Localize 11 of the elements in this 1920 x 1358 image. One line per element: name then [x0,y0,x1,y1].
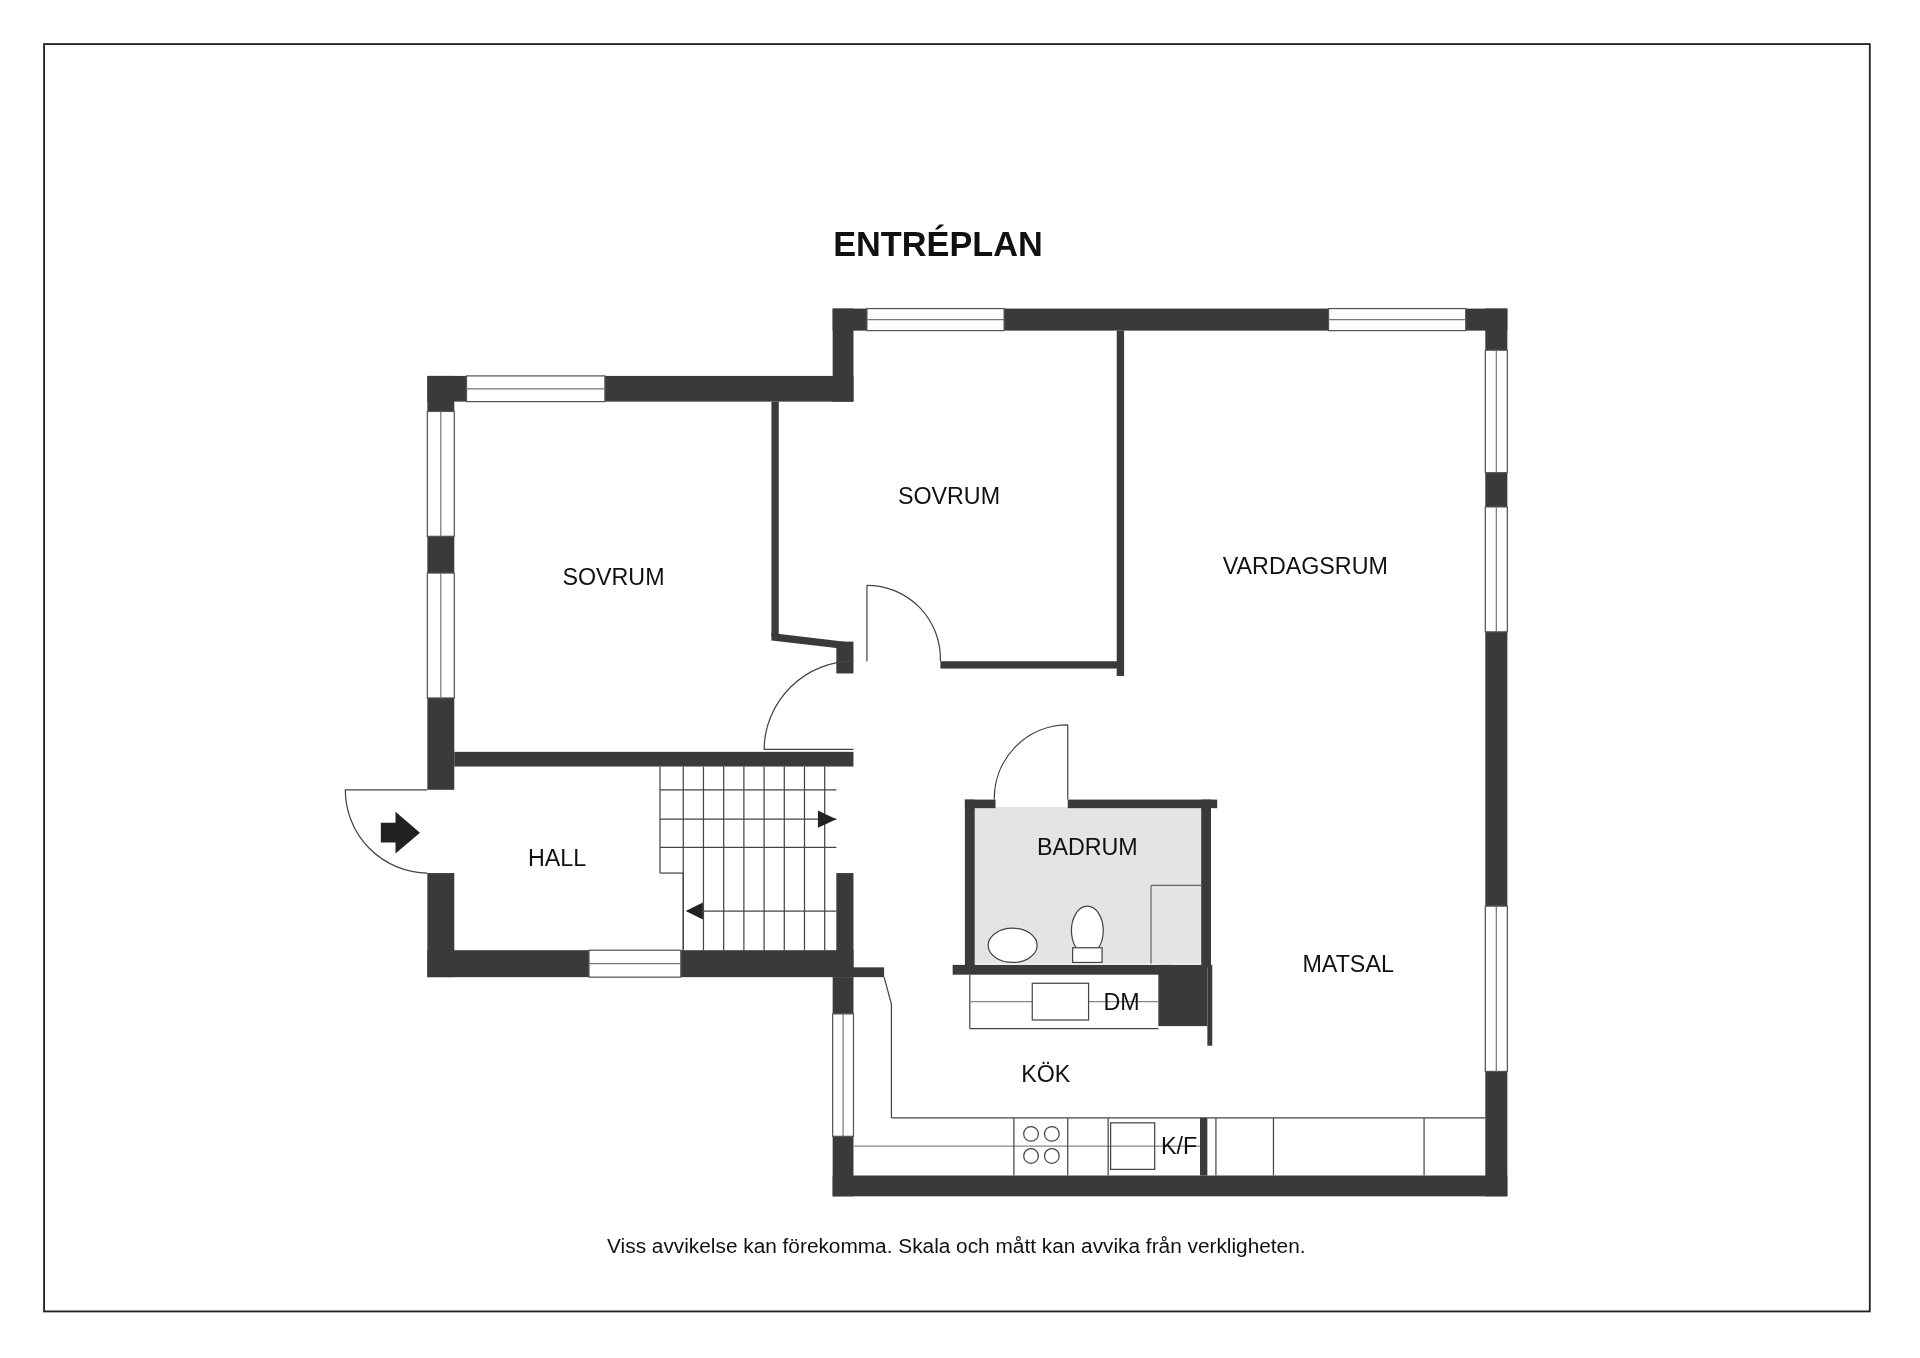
room-label: HALL [528,846,587,870]
room-label: MATSAL [1302,952,1394,976]
room-label: VARDAGSRUM [1222,554,1388,578]
room-label: SOVRUM [897,484,1001,508]
appliance-label: DM [1103,990,1140,1014]
room-label: BADRUM [1036,835,1138,859]
room-label: SOVRUM [562,565,665,589]
appliance-label: K/F [1161,1134,1198,1158]
plan-title: ENTRÉPLAN [833,227,1043,263]
room-label: KÖK [1021,1062,1071,1086]
disclaimer-caption: Viss avvikelse kan förekomma. Skala och mått kan avvika från verkligheten. [607,1236,1306,1257]
